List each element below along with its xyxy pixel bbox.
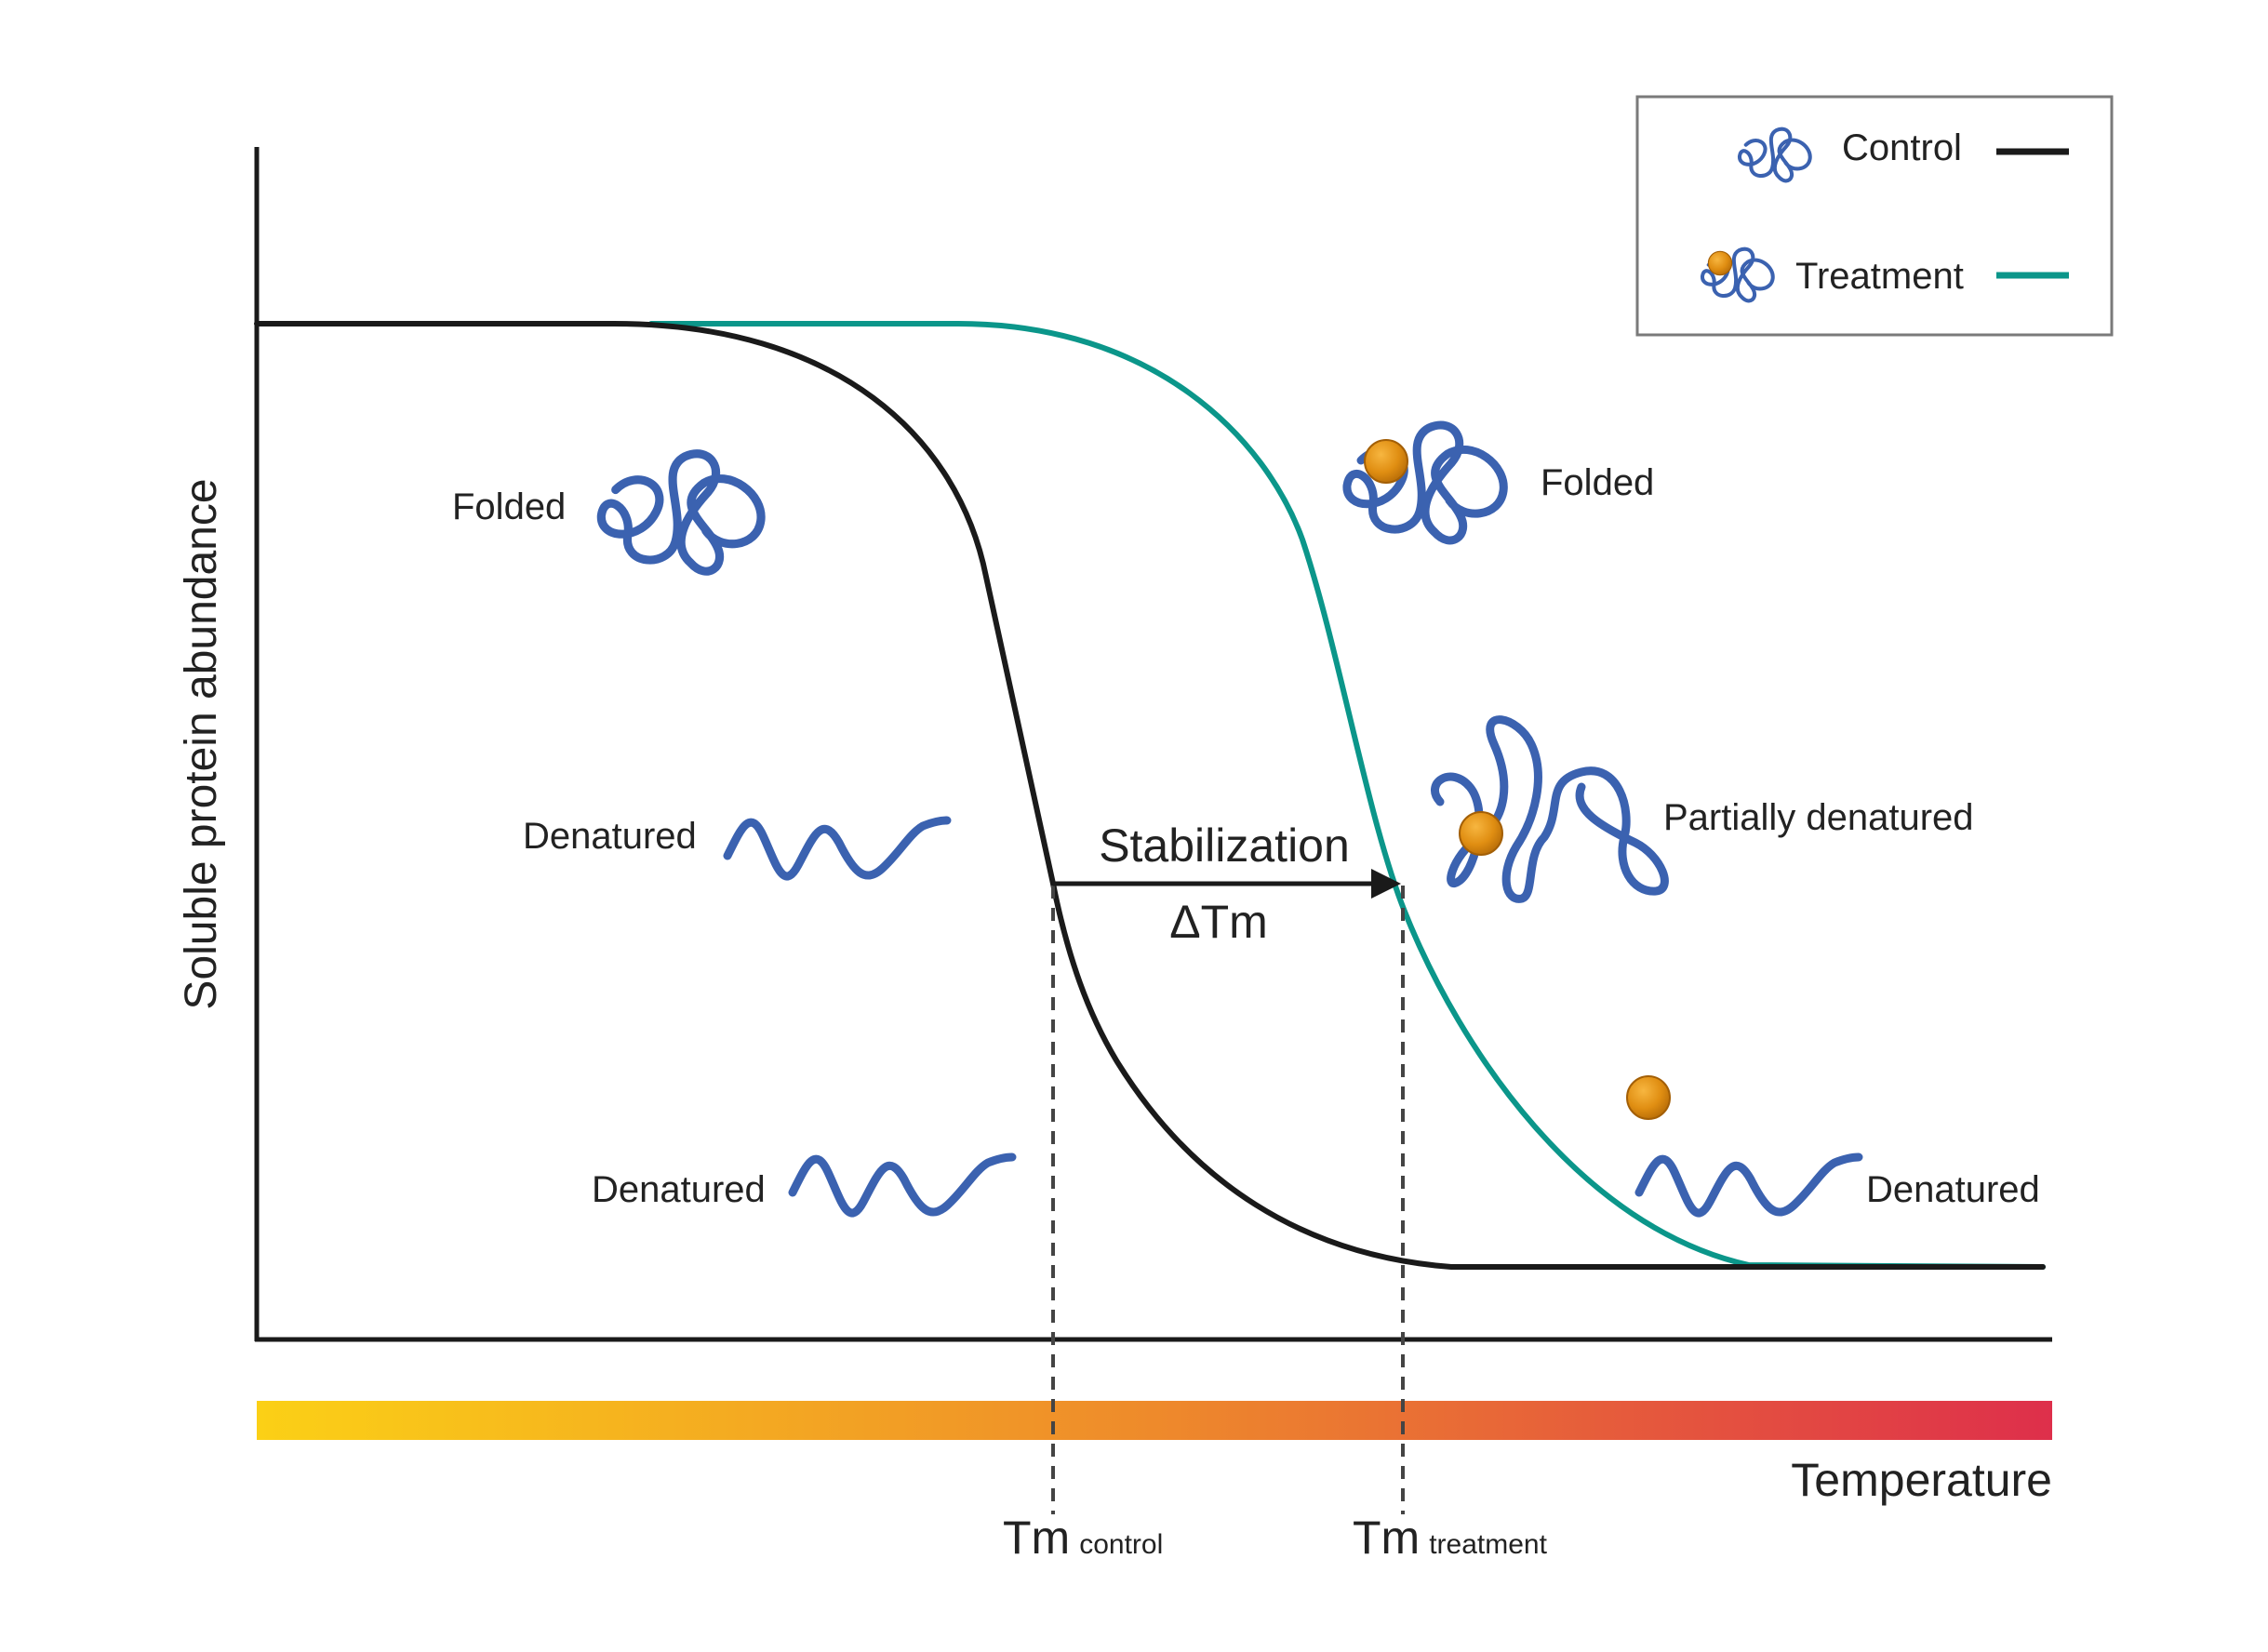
- legend: Control Treatment: [1635, 95, 2114, 337]
- treatment-denatured-label: Denatured: [1866, 1169, 2040, 1210]
- temperature-gradient-bar: [257, 1401, 2052, 1440]
- treatment-folded-label: Folded: [1541, 462, 1654, 503]
- ligand-icon: [1707, 250, 1733, 276]
- tm-control-main: Tm: [1003, 1512, 1070, 1564]
- tm-control-label: Tm control: [1003, 1512, 1163, 1564]
- control-denatured-mid-label: Denatured: [523, 816, 697, 857]
- denatured-protein-icon: [727, 820, 947, 876]
- control-curve: [254, 321, 2046, 1270]
- legend-control-label: Control: [1842, 127, 1962, 168]
- delta-tm-label: ΔTm: [1169, 896, 1268, 948]
- tm-treatment-main: Tm: [1353, 1512, 1420, 1564]
- ligand-icon: [1459, 811, 1503, 856]
- stabilization-label: Stabilization: [1099, 819, 1350, 872]
- control-folded-label: Folded: [452, 486, 566, 527]
- tm-control-sub: control: [1079, 1529, 1163, 1560]
- partially-denatured-protein-icon: [1431, 715, 1669, 903]
- ligand-icon: [1626, 1075, 1671, 1120]
- denatured-protein-icon: [1639, 1157, 1859, 1213]
- treatment-curve: [648, 321, 2046, 1270]
- x-axis-label: Temperature: [1791, 1454, 2052, 1506]
- legend-treatment-label: Treatment: [1795, 256, 1964, 297]
- denatured-protein-icon: [793, 1157, 1012, 1213]
- tm-treatment-label: Tm treatment: [1353, 1512, 1548, 1564]
- ligand-bound-protein-icon: [1347, 425, 1503, 540]
- tm-treatment-sub: treatment: [1429, 1529, 1547, 1560]
- control-denatured-low-label: Denatured: [592, 1169, 766, 1210]
- folded-protein-icon: [601, 454, 761, 571]
- arrow-right-icon: [1371, 869, 1401, 899]
- ligand-icon: [1364, 439, 1408, 484]
- y-axis-label: Soluble protein abundance: [177, 478, 226, 1009]
- treatment-partial-label: Partially denatured: [1663, 797, 1974, 838]
